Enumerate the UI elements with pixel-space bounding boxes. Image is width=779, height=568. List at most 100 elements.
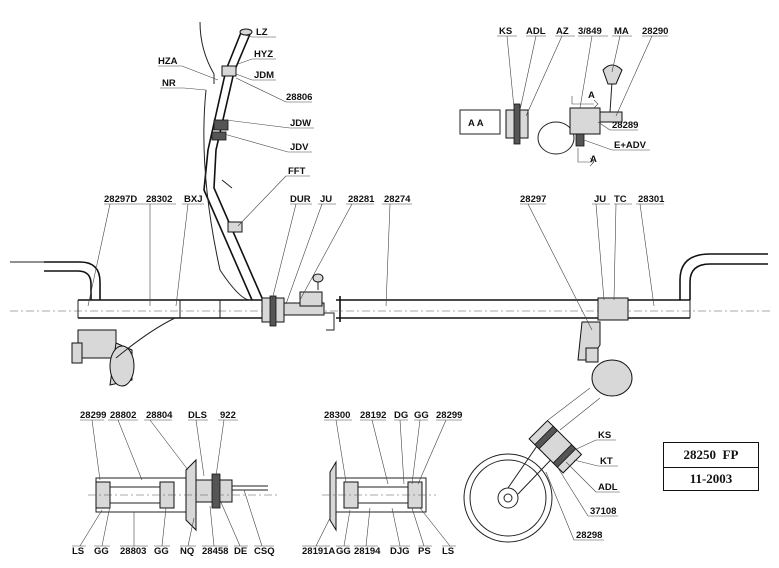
wheel-swivel	[528, 419, 583, 474]
label-28806: 28806	[286, 92, 312, 103]
right-wheel-hub	[585, 347, 599, 363]
label-LZ: LZ	[256, 27, 268, 38]
label-KS-top: KS	[499, 26, 512, 37]
label-TC: TC	[614, 194, 627, 205]
tiller-clamp-3	[211, 131, 227, 141]
left-wheel-bracket	[77, 329, 117, 359]
label-28299-mid: 28299	[436, 410, 462, 421]
right-wheel	[591, 359, 633, 397]
label-E-ADV: E+ADV	[614, 140, 647, 151]
tiller-outer	[203, 29, 253, 301]
label-28458: 28458	[202, 546, 228, 557]
label-GG-4: GG	[336, 546, 351, 557]
adjuster-body	[299, 291, 323, 307]
label-28301: 28301	[638, 194, 665, 205]
section-box	[459, 109, 501, 135]
cable	[115, 317, 176, 359]
label-28281: 28281	[348, 194, 375, 205]
label-HYZ: HYZ	[254, 49, 273, 60]
right-tube-end	[628, 299, 690, 319]
label-DUR: DUR	[290, 194, 311, 205]
central-bolt	[269, 295, 277, 327]
label-JU-left: JU	[320, 194, 332, 205]
label-JDV: JDV	[290, 142, 309, 153]
label-28804: 28804	[146, 410, 173, 421]
hub-mid-flange	[329, 460, 337, 532]
label-section-AA: A A	[468, 118, 484, 129]
label-LS-mid: LS	[442, 546, 454, 557]
section-arrow-bottom	[577, 148, 595, 167]
label-A-top: A	[588, 90, 595, 101]
wheel-axle	[503, 493, 513, 503]
label-LS-left: LS	[72, 546, 84, 557]
label-28194: 28194	[354, 546, 381, 557]
wheel-stem	[547, 387, 591, 421]
label-KT: KT	[600, 456, 613, 467]
label-DJG: DJG	[390, 546, 410, 557]
label-HZA: HZA	[158, 56, 178, 67]
label-28802: 28802	[110, 410, 136, 421]
brake-lever	[199, 21, 215, 75]
wheel-outer	[463, 453, 553, 543]
brake-cable	[203, 89, 251, 301]
tiller-clamp-4	[227, 221, 243, 233]
label-28297D: 28297D	[104, 194, 137, 205]
section-arrow-top	[571, 96, 599, 109]
label-28302: 28302	[146, 194, 172, 205]
label-ADL-top: ADL	[526, 26, 546, 37]
label-37108: 37108	[590, 506, 616, 517]
wheel-hub	[497, 487, 519, 509]
label-28289: 28289	[612, 120, 638, 131]
label-GG-1: GG	[94, 546, 109, 557]
detail-clamp-right	[569, 107, 601, 135]
label-28300: 28300	[324, 410, 350, 421]
detail-lever-knob	[602, 64, 623, 85]
tiller-clamp-1	[221, 65, 237, 77]
label-28191A: 28191A	[302, 546, 335, 557]
title-block-date: 11-2003	[663, 467, 759, 491]
label-DE: DE	[234, 546, 247, 557]
detail-tube	[537, 121, 575, 155]
right-hook-inner	[689, 263, 768, 300]
label-BXJ: BXJ	[184, 194, 202, 205]
left-hook-outer	[44, 261, 101, 300]
label-JDW: JDW	[290, 118, 311, 129]
label-GG-2: GG	[154, 546, 169, 557]
tiller-clamp-2	[213, 119, 229, 131]
label-28299-left: 28299	[80, 410, 106, 421]
label-922: 922	[220, 410, 236, 421]
label-A-bottom: A	[590, 154, 597, 165]
detail-arm	[599, 111, 623, 123]
title-block-code: 28250 FP	[663, 442, 759, 468]
label-ADL-wheel: ADL	[598, 482, 618, 493]
label-DG: DG	[394, 410, 408, 421]
hub-left-axle	[211, 473, 221, 509]
label-CSQ: CSQ	[254, 546, 275, 557]
label-JU-right: JU	[594, 194, 606, 205]
tiller-top	[239, 28, 253, 36]
detail-bolt-left	[513, 103, 521, 145]
left-wheel	[109, 345, 135, 387]
label-DLS: DLS	[188, 410, 207, 421]
right-hook-outer	[679, 253, 768, 300]
wheel-stem-2	[559, 397, 601, 431]
label-GG-3: GG	[414, 410, 429, 421]
label-28274: 28274	[384, 194, 411, 205]
right-joint	[597, 297, 629, 321]
left-hook-inner	[44, 270, 92, 300]
detail-lever-stem	[609, 81, 613, 113]
label-28297: 28297	[520, 194, 546, 205]
label-NR: NR	[162, 78, 176, 89]
label-KS-wheel: KS	[598, 430, 611, 441]
wheel-inner	[469, 459, 547, 537]
bracket	[324, 312, 335, 331]
label-JDM: JDM	[254, 70, 274, 81]
adjuster-knob	[312, 273, 324, 283]
label-FFT: FFT	[288, 166, 306, 177]
label-28298: 28298	[576, 530, 602, 541]
tiller-fitting	[221, 179, 233, 189]
label-3-849: 3/849	[578, 26, 602, 37]
label-AZ: AZ	[556, 26, 569, 37]
label-NQ: NQ	[180, 546, 194, 557]
